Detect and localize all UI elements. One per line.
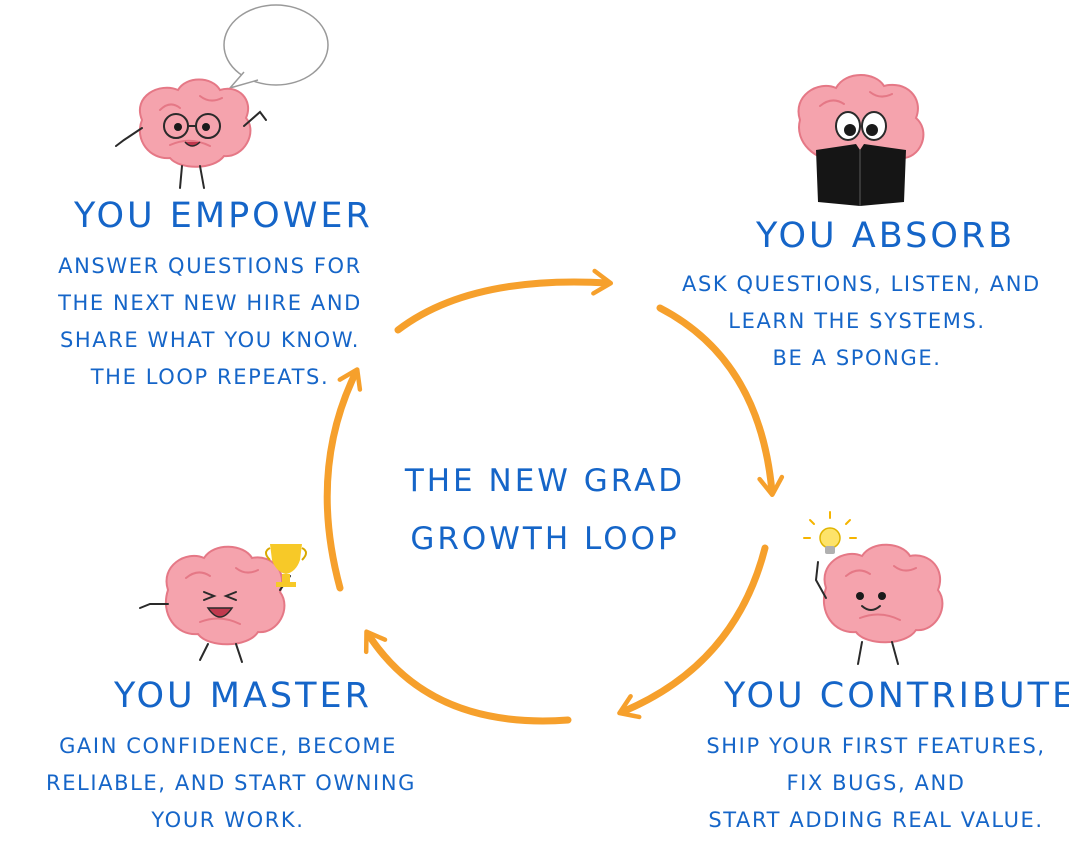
- stage-line: BE A SPONGE.: [772, 346, 942, 370]
- stage-line: START ADDING REAL VALUE.: [708, 808, 1044, 832]
- stage-line: FIX BUGS, AND: [786, 771, 966, 795]
- diagram-title-line-1: THE NEW GRAD: [404, 463, 686, 499]
- arrow-absorb-to-contribute: [656, 304, 785, 498]
- stage-title-absorb: YOU ABSORB: [756, 216, 1016, 256]
- stage-line: SHARE WHAT YOU KNOW.: [59, 328, 361, 352]
- arrow-master-to-empower: [363, 629, 572, 725]
- speech-bubble-icon: [223, 4, 329, 86]
- stage-line: THE NEXT NEW HIRE AND: [58, 291, 362, 315]
- loop-arrows: [323, 268, 785, 725]
- stage-description-absorb: ASK QUESTIONS, LISTEN, AND LEARN THE SYS…: [682, 266, 1041, 377]
- arrow-empower-to-absorb: [394, 268, 614, 334]
- stage-line: SHIP YOUR FIRST FEATURES,: [706, 734, 1046, 758]
- arrow-contribute-to-master: [617, 544, 769, 720]
- stage-line: ANSWER QUESTIONS FOR: [58, 254, 362, 278]
- book-icon: [816, 144, 906, 206]
- stage-title-master: YOU MASTER: [114, 676, 372, 716]
- trophy-icon: [265, 544, 307, 587]
- stage-line: RELIABLE, AND START OWNING: [46, 771, 417, 795]
- stage-line: YOUR WORK.: [151, 808, 305, 832]
- stage-description-empower: ANSWER QUESTIONS FOR THE NEXT NEW HIRE A…: [40, 248, 380, 396]
- stage-line: THE LOOP REPEATS.: [90, 365, 330, 389]
- stage-title-empower: YOU EMPOWER: [74, 196, 373, 236]
- trophy-brain-icon: [139, 544, 307, 663]
- stage-line: LEARN THE SYSTEMS.: [728, 309, 986, 333]
- reading-brain-icon: [797, 74, 925, 206]
- arrow-empower-loop-up: [323, 367, 363, 592]
- stage-title-contribute: YOU CONTRIBUTE: [724, 676, 1069, 716]
- talking-brain-icon: [115, 4, 329, 189]
- stage-description-contribute: SHIP YOUR FIRST FEATURES, FIX BUGS, AND …: [700, 728, 1052, 839]
- stage-line: GAIN CONFIDENCE, BECOME: [59, 734, 397, 758]
- diagram-title: THE NEW GRAD GROWTH LOOP: [385, 452, 705, 568]
- stage-line: ASK QUESTIONS, LISTEN, AND: [682, 272, 1041, 296]
- lightbulb-brain-icon: [803, 511, 944, 665]
- stage-description-master: GAIN CONFIDENCE, BECOME RELIABLE, AND ST…: [46, 728, 417, 839]
- lightbulb-icon: [803, 511, 857, 554]
- diagram-title-line-2: GROWTH LOOP: [410, 521, 680, 557]
